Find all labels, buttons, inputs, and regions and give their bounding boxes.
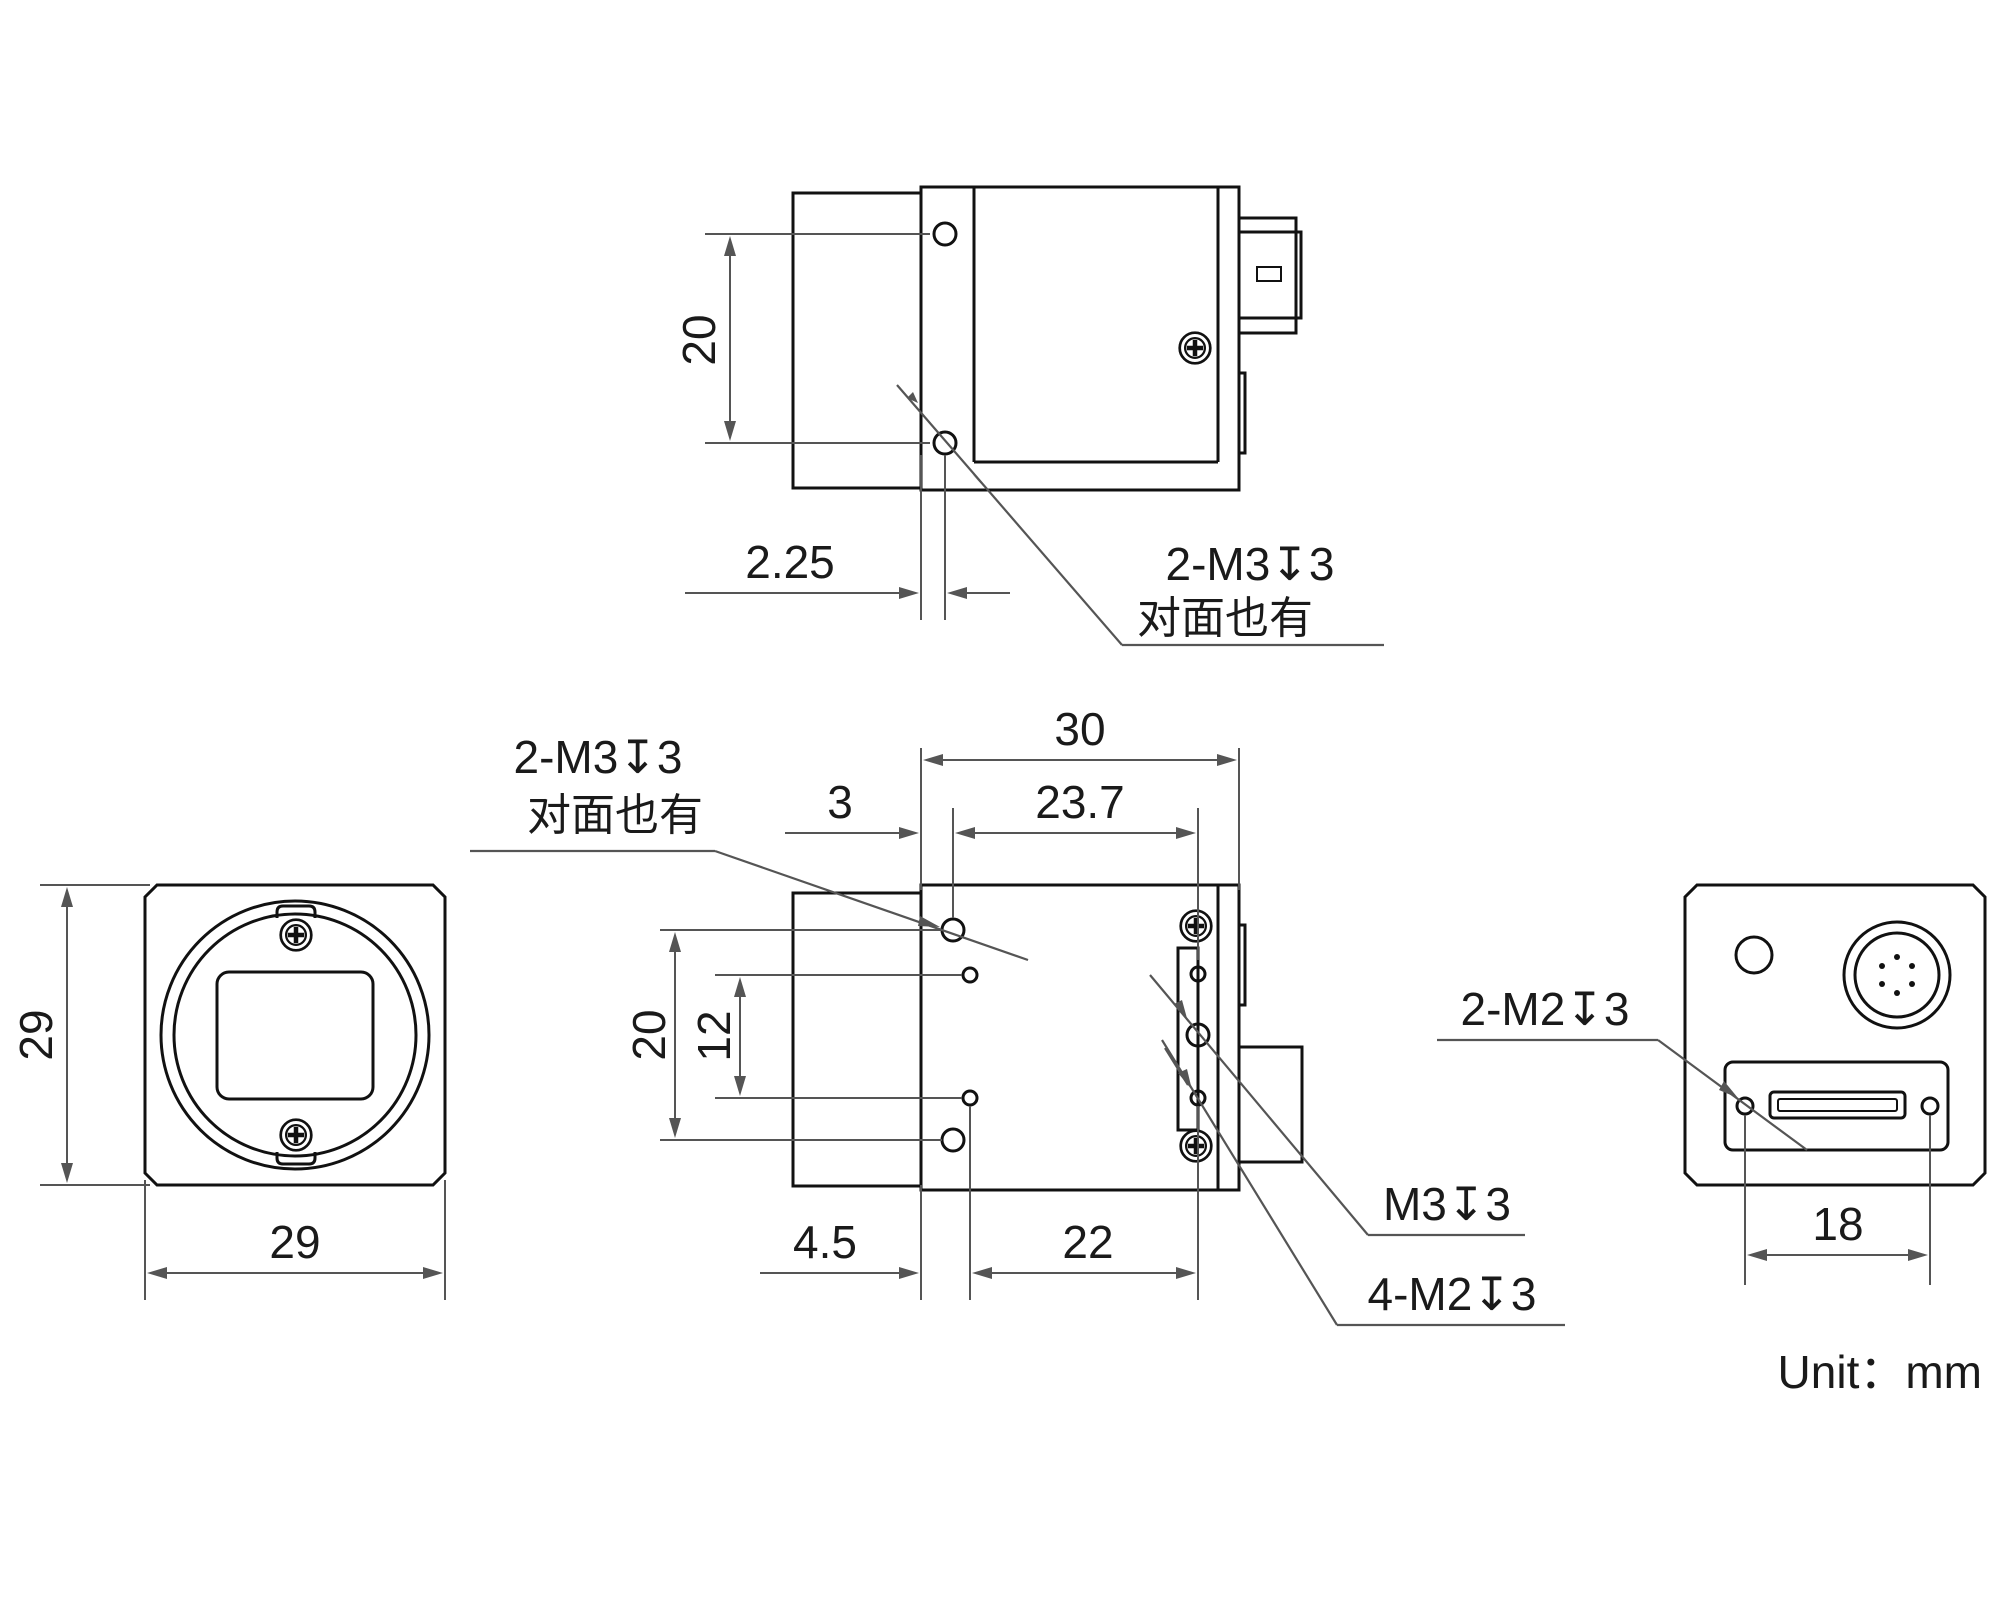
side-m2-hole-upper xyxy=(961,966,979,984)
lens-ring-inner xyxy=(172,912,418,1158)
top-hole-lower xyxy=(932,430,958,456)
side-dim-22-label: 22 xyxy=(1062,1216,1113,1268)
top-hole-upper xyxy=(932,221,958,247)
side-callout-top-label: 2-M3↧3 xyxy=(514,731,683,783)
side-dim-4-5-label: 4.5 xyxy=(793,1216,857,1268)
top-dim-20: 20 xyxy=(673,233,930,444)
sensor-window xyxy=(215,970,375,1101)
side-callout-m2: 4-M2↧3 xyxy=(1161,1039,1565,1327)
side-dim-22: 22 xyxy=(972,1106,1199,1300)
side-dim-20: 20 xyxy=(623,929,942,1141)
screw-icon xyxy=(1179,909,1213,943)
front-view-body xyxy=(143,883,447,1187)
rear-dim-18-label: 18 xyxy=(1812,1198,1863,1250)
rear-callout: 2-M2↧3 xyxy=(1437,983,1808,1151)
side-callout-m2-label: 4-M2↧3 xyxy=(1368,1268,1537,1320)
side-callout-m3-label: M3↧3 xyxy=(1383,1178,1511,1230)
side-dim-30-label: 30 xyxy=(1054,703,1105,755)
screw-icon xyxy=(279,918,313,952)
front-view: 29 29 xyxy=(10,883,447,1300)
rear-callout-label: 2-M2↧3 xyxy=(1461,983,1630,1035)
top-dim-2-25-label: 2.25 xyxy=(745,536,835,588)
side-rear-hole-2 xyxy=(1185,1022,1211,1048)
side-dim-30: 30 xyxy=(920,703,1240,890)
unit-label: Unit：mm xyxy=(1778,1346,1982,1398)
side-callout-top-note: 对面也有 xyxy=(527,790,703,841)
front-dim-29-height: 29 xyxy=(10,884,150,1186)
usb-connector-plate xyxy=(1723,1060,1950,1152)
rear-m2-hole-right xyxy=(1920,1096,1940,1116)
gpio-connector-outer xyxy=(1842,920,1952,1030)
rear-view: 2-M2↧3 18 xyxy=(1437,883,1987,1285)
gpio-connector-inner xyxy=(1853,931,1941,1019)
side-m2-hole-lower xyxy=(961,1089,979,1107)
side-callout-m3: M3↧3 xyxy=(1149,974,1525,1237)
screw-icon xyxy=(1179,1129,1213,1163)
side-rear-hole-1 xyxy=(1189,965,1207,983)
rear-m2-hole-left xyxy=(1735,1096,1755,1116)
front-dim-29-width: 29 xyxy=(144,1180,446,1300)
top-dim-2-25: 2.25 xyxy=(685,455,1010,620)
rear-led-hole xyxy=(1734,935,1774,975)
screw-icon xyxy=(279,1118,313,1152)
usb-port xyxy=(1768,1090,1907,1120)
side-dim-3-label: 3 xyxy=(827,776,853,828)
top-view: 20 2.25 2-M3↧3 对面也有 xyxy=(673,185,1384,647)
side-dim-23-7-label: 23.7 xyxy=(1035,776,1125,828)
screw-icon xyxy=(1178,331,1212,365)
side-rear-hole-3 xyxy=(1189,1089,1207,1107)
rear-dim-18: 18 xyxy=(1744,1115,1931,1285)
side-callout-top: 2-M3↧3 对面也有 xyxy=(470,731,1029,962)
side-view-body xyxy=(791,883,1304,1192)
side-view: 30 23.7 3 20 xyxy=(470,703,1565,1327)
top-view-body xyxy=(791,185,1303,492)
top-dim-20-label: 20 xyxy=(673,314,725,365)
side-dim-23-7: 23.7 xyxy=(952,776,1199,960)
rear-view-body xyxy=(1683,883,1987,1187)
front-dim-29-width-label: 29 xyxy=(269,1216,320,1268)
side-dim-12-label: 12 xyxy=(688,1010,740,1061)
top-callout: 2-M3↧3 对面也有 xyxy=(896,384,1384,647)
side-dim-20-label: 20 xyxy=(623,1009,675,1060)
side-dim-3: 3 xyxy=(785,776,919,839)
gpio-connector-pins xyxy=(1879,954,1915,996)
top-callout-note: 对面也有 xyxy=(1137,593,1313,644)
side-dim-4-5: 4.5 xyxy=(760,1106,971,1300)
lens-ring-outer xyxy=(159,899,431,1171)
front-dim-29-height-label: 29 xyxy=(10,1009,62,1060)
side-dim-12: 12 xyxy=(688,974,962,1099)
side-m3-hole-lower xyxy=(940,1127,966,1153)
top-callout-label: 2-M3↧3 xyxy=(1166,538,1335,590)
